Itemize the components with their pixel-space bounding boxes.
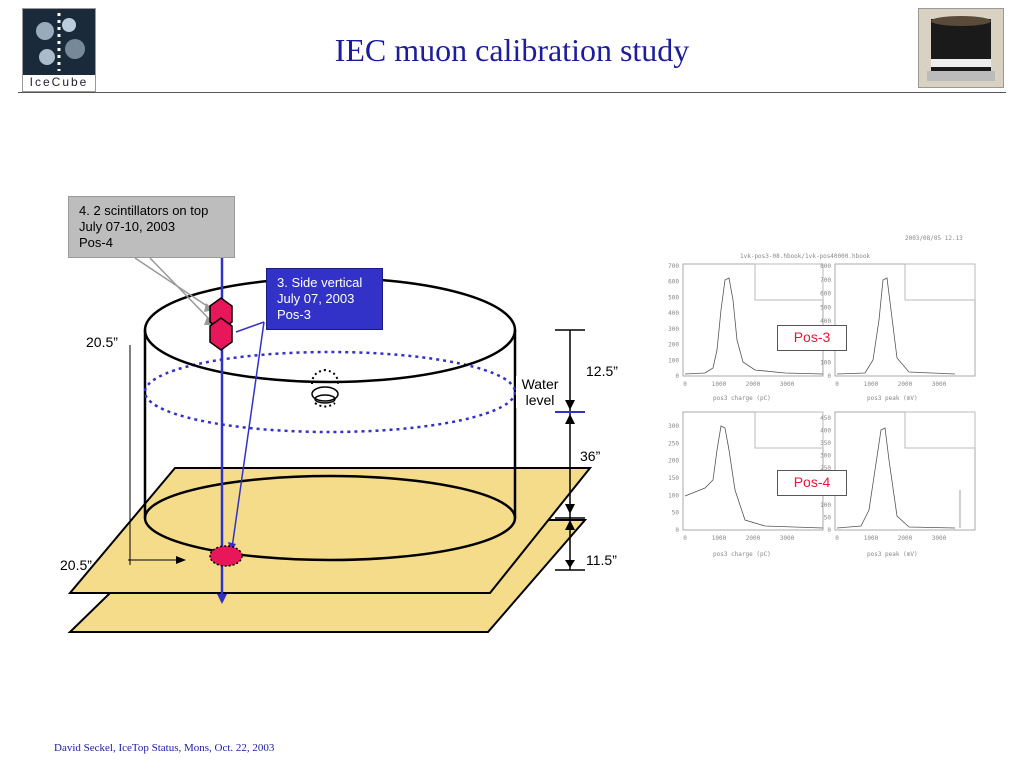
ytick-label: 0 <box>675 373 679 380</box>
water-label-line2: level <box>525 392 555 408</box>
xtick-label: 2000 <box>898 381 913 388</box>
xtick-label: 0 <box>683 535 687 542</box>
xtick-label: 1000 <box>712 381 727 388</box>
ytick-label: 700 <box>820 277 831 284</box>
ytick-label: 500 <box>820 304 831 311</box>
ytick-label: 100 <box>820 502 831 509</box>
yticks-pos3-peak: 0100200300400500600700800 <box>820 263 831 380</box>
slide-title: IEC muon calibration study <box>334 32 690 68</box>
plot-date: 2003/08/05 12.13 <box>905 235 963 242</box>
ytick-label: 450 <box>820 415 831 422</box>
ytick-label: 300 <box>820 452 831 459</box>
xtick-label: 2000 <box>898 535 913 542</box>
pos3-label: Pos-3 <box>777 325 847 351</box>
ytick-label: 200 <box>668 342 679 349</box>
xtick-label: 1000 <box>712 535 727 542</box>
plot-file: 1vk-pos3-08.hbook/1vk-pos40000.hbook <box>740 253 870 260</box>
ytick-label: 100 <box>668 492 679 499</box>
callout-side-line3: Pos-3 <box>277 307 311 322</box>
callout-top-line3: Pos-4 <box>79 235 113 250</box>
histogram-panel: 2003/08/05 12.13 1vk-pos3-08.hbook/1vk-p… <box>668 235 976 558</box>
xtick-label: 0 <box>683 381 687 388</box>
ytick-label: 0 <box>827 373 831 380</box>
tank-photo <box>918 8 1004 88</box>
icecube-logo: IceCube <box>22 8 96 92</box>
ytick-label: 0 <box>827 527 831 534</box>
ytick-label: 0 <box>675 527 679 534</box>
dim-bottom-gap: 11.5” <box>586 552 617 568</box>
ytick-label: 400 <box>668 310 679 317</box>
callout-side-line1: 3. Side vertical <box>277 275 363 290</box>
water-level <box>143 350 517 434</box>
callout-top-line1: 4. 2 scintillators on top <box>79 203 209 218</box>
upper-scintillator-plate <box>67 467 593 594</box>
logo-text: IceCube <box>29 75 89 89</box>
ytick-label: 300 <box>668 423 679 430</box>
xtick-label: 0 <box>835 535 839 542</box>
water-label-line1: Water <box>521 376 559 392</box>
ytick-label: 500 <box>668 294 679 301</box>
yticks-pos3-charge: 0 100 200 300 400 500 600 700 <box>668 263 679 380</box>
dim-bottom-offset: 20.5” <box>60 557 92 573</box>
xlabel-pos4-peak: pos3 peak (mV) <box>867 551 918 558</box>
ytick-label: 700 <box>668 263 679 270</box>
slide-footer: David Seckel, IceTop Status, Mons, Oct. … <box>54 742 275 754</box>
ytick-label: 400 <box>820 318 831 325</box>
pmt-icon <box>311 368 339 408</box>
water-level-label: Water level <box>516 376 564 408</box>
xticks-bottom: 0 1000 2000 3000 0 1000 2000 3000 <box>683 535 946 542</box>
xlabel-pos4-charge: pos3 charge (pC) <box>713 551 771 558</box>
ytick-label: 50 <box>824 515 832 522</box>
ytick-label: 600 <box>668 279 679 286</box>
xtick-label: 3000 <box>780 381 795 388</box>
dim-tank-height: 36” <box>580 448 601 464</box>
ytick-label: 350 <box>820 440 831 447</box>
xtick-label: 2000 <box>746 535 761 542</box>
curve-pos3-charge <box>684 277 824 375</box>
xtick-label: 3000 <box>932 381 947 388</box>
ytick-label: 600 <box>820 291 831 298</box>
curve-pos3-peak <box>836 277 956 375</box>
ytick-label: 250 <box>668 440 679 447</box>
xtick-label: 1000 <box>864 381 879 388</box>
plot-frame-pos3-charge <box>682 263 824 377</box>
ytick-label: 100 <box>668 357 679 364</box>
header-rule <box>18 92 1006 93</box>
pos4-label: Pos-4 <box>777 470 847 496</box>
callout-side-vertical: 3. Side vertical July 07, 2003 Pos-3 <box>266 268 383 330</box>
ytick-label: 50 <box>672 510 680 517</box>
xtick-label: 2000 <box>746 381 761 388</box>
ytick-label: 400 <box>820 427 831 434</box>
ytick-label: 150 <box>668 475 679 482</box>
ytick-label: 200 <box>668 458 679 465</box>
callout-side-line2: July 07, 2003 <box>277 291 355 306</box>
ytick-label: 250 <box>820 465 831 472</box>
dim-top-offset: 20.5” <box>86 334 118 350</box>
curve-pos4-charge <box>684 425 824 529</box>
bottom-pmt-marker <box>209 545 243 567</box>
xtick-label: 1000 <box>864 535 879 542</box>
callout-top-scintillators: 4. 2 scintillators on top July 07-10, 20… <box>68 196 235 258</box>
dim-water-gap: 12.5” <box>586 363 618 379</box>
yticks-pos4-charge: 0 50 100 150 200 250 300 <box>668 423 679 534</box>
ytick-label: 100 <box>820 359 831 366</box>
scintillator-lower <box>209 317 233 351</box>
xtick-label: 3000 <box>932 535 947 542</box>
xlabel-pos3-peak: pos3 peak (mV) <box>867 395 918 402</box>
xticks-top: 0 1000 2000 3000 0 1000 2000 3000 <box>683 381 946 388</box>
xtick-label: 3000 <box>780 535 795 542</box>
ytick-label: 300 <box>668 326 679 333</box>
ytick-label: 800 <box>820 263 831 270</box>
xlabel-pos3-charge: pos3 charge (pC) <box>713 395 771 402</box>
callout-top-line2: July 07-10, 2003 <box>79 219 176 234</box>
xtick-label: 0 <box>835 381 839 388</box>
curve-pos4-peak <box>836 427 956 529</box>
